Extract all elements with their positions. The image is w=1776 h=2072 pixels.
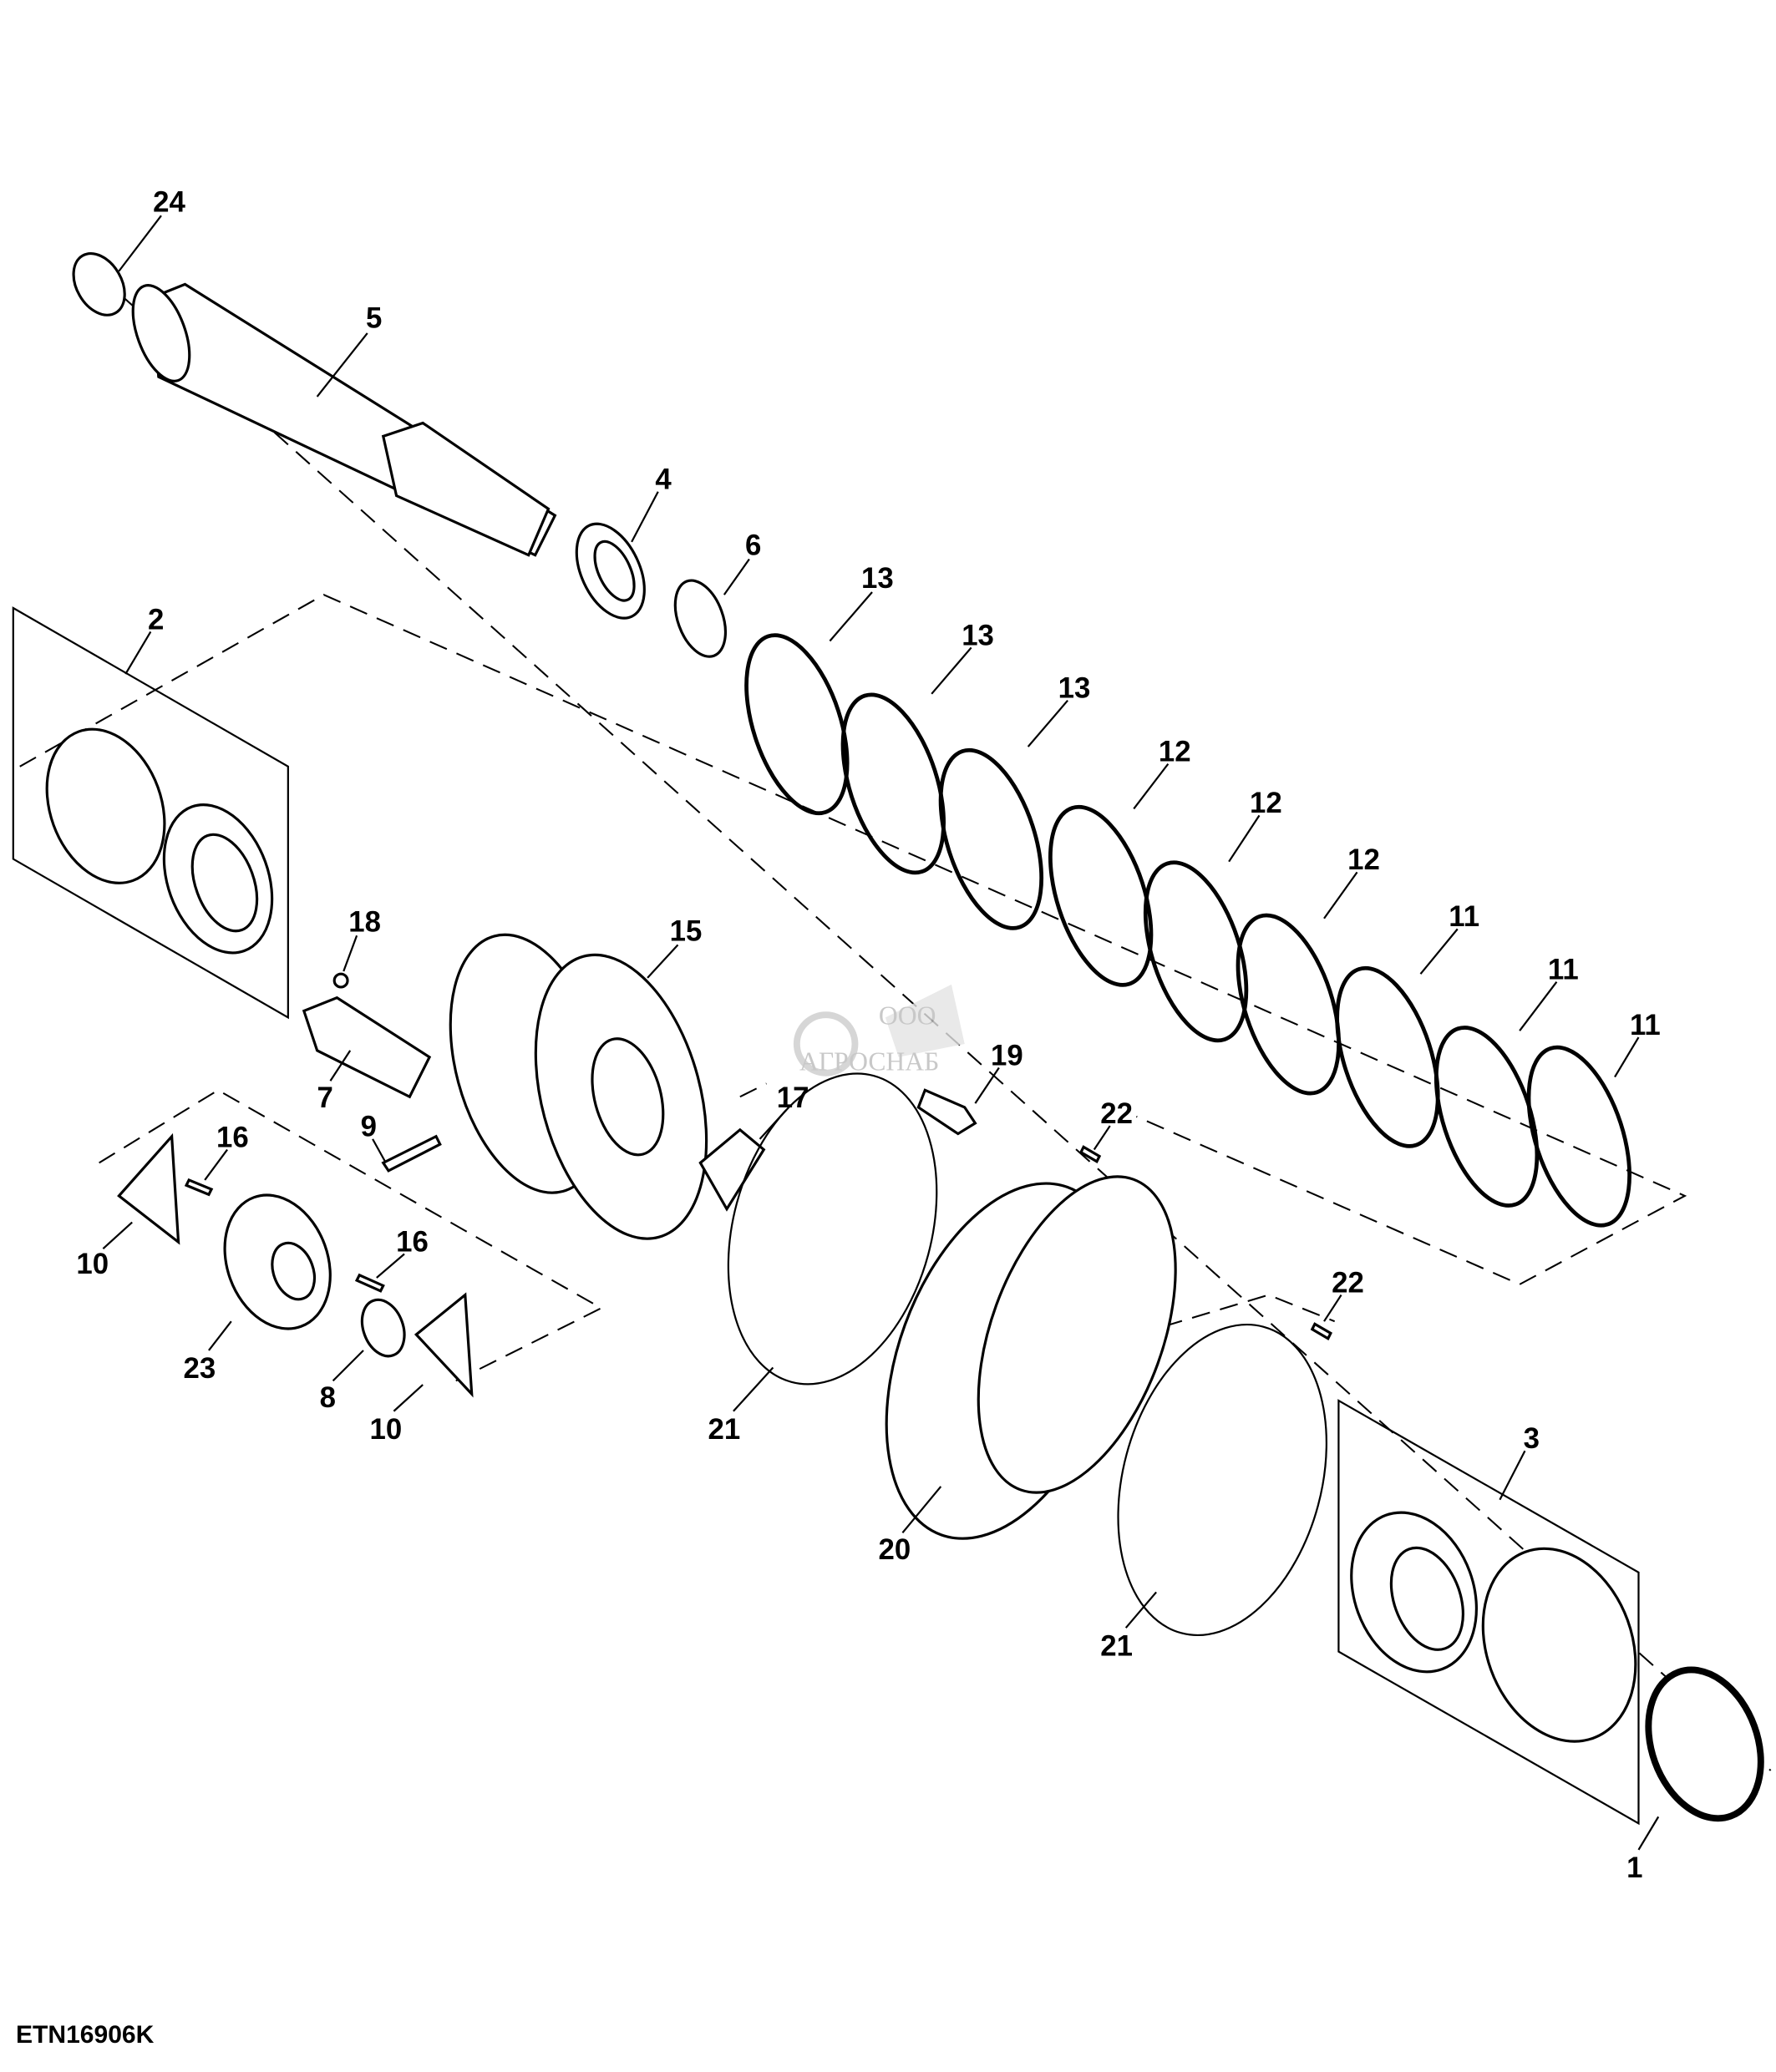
callout-labels: 24 5 4 6 13 13 13 12 12 12 11 11 11 2 18… <box>76 185 1660 1884</box>
part-21-oring-2 <box>1117 1323 1327 1637</box>
diagram-code: ETN16906K <box>16 2021 155 2049</box>
part-10-washer-2 <box>414 1292 474 1398</box>
callout-17: 17 <box>777 1082 809 1114</box>
callout-9: 9 <box>361 1111 377 1143</box>
callout-12: 12 <box>1250 787 1282 819</box>
part-5-shaft <box>131 282 557 557</box>
callout-10: 10 <box>370 1413 403 1446</box>
part-17-washer <box>698 1127 766 1212</box>
callout-1: 1 <box>1626 1852 1642 1884</box>
part-10-washer <box>117 1132 180 1245</box>
callout-10: 10 <box>76 1248 109 1280</box>
svg-text:ООО: ООО <box>879 1001 936 1030</box>
callout-16: 16 <box>216 1121 249 1153</box>
callout-21: 21 <box>1100 1629 1133 1662</box>
callout-11: 11 <box>1449 900 1479 933</box>
callout-3: 3 <box>1524 1422 1540 1455</box>
part-9-screw <box>381 1134 442 1173</box>
callout-19: 19 <box>991 1039 1023 1071</box>
part-2-cup <box>45 727 166 884</box>
callout-6: 6 <box>745 529 761 562</box>
part-24-snap-ring <box>72 252 126 317</box>
part-3-cup <box>1481 1547 1637 1743</box>
callout-16: 16 <box>396 1225 429 1258</box>
part-19-bolt <box>916 1088 977 1136</box>
callout-8: 8 <box>320 1381 336 1414</box>
part-16-pin-2 <box>354 1273 385 1293</box>
part-16-pin <box>184 1178 214 1197</box>
callout-11: 11 <box>1630 1009 1661 1041</box>
part-1-seal <box>1645 1666 1764 1822</box>
callout-18: 18 <box>348 906 381 939</box>
watermark-logo: ООО АГРОСНАБ <box>793 984 965 1077</box>
part-22-pin-2 <box>1310 1322 1332 1340</box>
callout-15: 15 <box>670 915 703 948</box>
part-8-spacer <box>360 1298 406 1358</box>
kit-box-2 <box>12 606 289 1020</box>
callout-23: 23 <box>183 1352 216 1385</box>
callout-5: 5 <box>366 302 382 335</box>
callout-13: 13 <box>1058 672 1091 705</box>
callout-12: 12 <box>1159 735 1191 768</box>
kit-box-3 <box>1337 1399 1640 1826</box>
callout-7: 7 <box>317 1082 332 1114</box>
part-7-pin <box>302 995 432 1099</box>
part-6-snap-ring <box>673 579 727 658</box>
callout-22: 22 <box>1100 1097 1133 1130</box>
part-22-pin <box>1078 1145 1102 1163</box>
part-21-oring <box>727 1072 938 1386</box>
callout-2: 2 <box>148 603 164 636</box>
discs <box>744 633 1631 1228</box>
part-18-ball <box>332 972 349 989</box>
callout-24: 24 <box>153 185 185 218</box>
part-15-carrier <box>449 933 708 1240</box>
callout-13: 13 <box>962 619 994 651</box>
callout-11: 11 <box>1548 953 1579 985</box>
callout-22: 22 <box>1332 1266 1364 1299</box>
callout-4: 4 <box>655 464 672 496</box>
callout-12: 12 <box>1347 843 1380 876</box>
callout-13: 13 <box>861 562 894 595</box>
callout-21: 21 <box>708 1413 740 1446</box>
svg-text:АГРОСНАБ: АГРОСНАБ <box>799 1047 939 1077</box>
leader-lines <box>102 215 1660 1851</box>
callout-20: 20 <box>879 1533 911 1566</box>
part-20-ring-gear <box>885 1175 1177 1540</box>
